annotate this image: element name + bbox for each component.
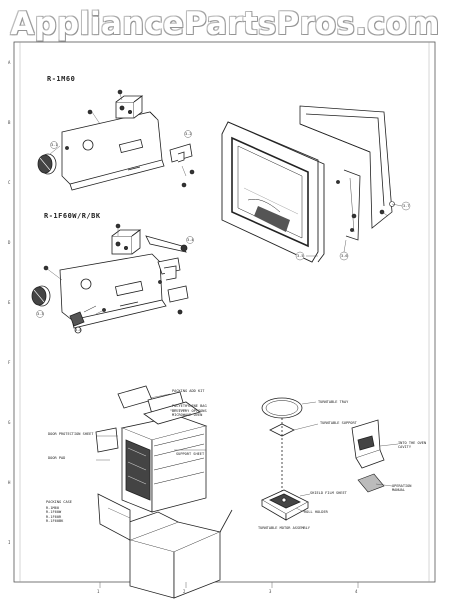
edge-column-number: 3 <box>269 589 272 594</box>
control-panel-r1m60 <box>61 111 165 191</box>
edge-row-letter: D <box>8 240 11 245</box>
turntable-support <box>269 418 295 498</box>
packing-case-model-list: R-1M60 R-1F60W R-1F60R R-1F60BK <box>46 506 63 524</box>
label-shield-film-sheet: SHIELD FILM SHEET <box>310 491 347 495</box>
label-support-sheet: SUPPORT SHEET <box>176 452 205 456</box>
edge-row-letter: B <box>8 120 11 125</box>
edge-row-letter: I <box>8 540 11 545</box>
turntable-tray <box>261 397 303 419</box>
packing-case-model: R-1F60W <box>46 510 62 515</box>
knob-r1m60 <box>37 153 57 175</box>
lever-assembly-r1f60 <box>145 235 188 281</box>
knob-r1f60 <box>31 285 51 307</box>
turntable-motor-assembly <box>261 489 309 521</box>
sheet-border <box>13 41 436 583</box>
label-turntable-tray: TURNTABLE TRAY <box>318 400 349 404</box>
latch-bracket-r1m60 <box>169 143 193 163</box>
edge-row-letter: H <box>8 480 11 485</box>
door-callouts <box>295 201 411 261</box>
edge-row-letter: E <box>8 300 11 305</box>
oven-door <box>221 121 325 263</box>
label-door-protection-sheet: DOOR PROTECTION SHEET <box>48 432 94 436</box>
callout-number: 3-2 <box>185 132 192 136</box>
callout-number: 3-7 <box>403 204 410 208</box>
label-packing-add-kit: PACKING ADD KIT <box>172 389 205 393</box>
timer-switch-r1m60 <box>115 95 144 119</box>
packing-case-model: R-1F60R <box>46 514 62 519</box>
packing-callout-lines <box>96 393 206 519</box>
edge-column-number: 2 <box>183 589 186 594</box>
label-polyethylene-bag: POLYETHYLENE BAG <box>172 404 207 408</box>
leader-lines-r1m60 <box>49 93 192 177</box>
timer-switch-r1f60 <box>111 229 142 255</box>
push-button-r1f60 <box>69 305 97 334</box>
packing-carton <box>97 493 233 599</box>
label-into-cavity: INTO THE OVEN CAVITY <box>398 441 427 450</box>
door-frame-choke <box>299 105 393 241</box>
edge-row-letter: A <box>8 60 11 65</box>
label-roll-holder: ROLL HOLDER <box>304 510 328 514</box>
model-label-top: R-1M60 <box>47 75 76 83</box>
callout-number: 3-5 <box>297 254 304 258</box>
turntable-leader-lines <box>293 401 399 513</box>
oven-cavity-corner <box>351 419 385 469</box>
edge-row-letter: C <box>8 180 11 185</box>
label-operation-manual: OPERATION MANUAL <box>392 484 412 493</box>
sheet-ticks <box>99 582 359 588</box>
leader-lines-r1f60 <box>36 228 194 318</box>
edge-row-letter: F <box>8 360 11 365</box>
label-door-pad: DOOR PAD <box>48 456 66 460</box>
packing-case-model: R-1F60BK <box>46 519 64 524</box>
callout-number: 3-4 <box>187 238 194 242</box>
callout-number: 3-8 <box>75 328 82 332</box>
lower-bracket-r1f60 <box>167 285 189 315</box>
label-motor-assembly: TURNTABLE MOTOR ASSEMBLY <box>258 526 310 530</box>
operation-manual <box>357 473 385 493</box>
edge-column-number: 4 <box>355 589 358 594</box>
packing-pads <box>95 385 201 453</box>
model-label-middle: R-1F60W/R/BK <box>44 212 101 220</box>
packing-case-model: R-1M60 <box>46 506 59 510</box>
callout-number: 3-6 <box>341 254 348 258</box>
label-polyethylene-bag-note: DELIVERY OPTIONS MICROWAVE OVEN <box>172 409 207 418</box>
label-turntable-support: TURNTABLE SUPPORT <box>320 421 357 425</box>
packed-oven-stack <box>120 415 208 513</box>
label-packing-case: PACKING CASE <box>46 500 72 504</box>
callout-number: 3-1 <box>51 143 58 147</box>
callout-number: 3-3 <box>37 312 44 316</box>
edge-row-letter: G <box>8 420 11 425</box>
edge-column-number: 1 <box>97 589 100 594</box>
